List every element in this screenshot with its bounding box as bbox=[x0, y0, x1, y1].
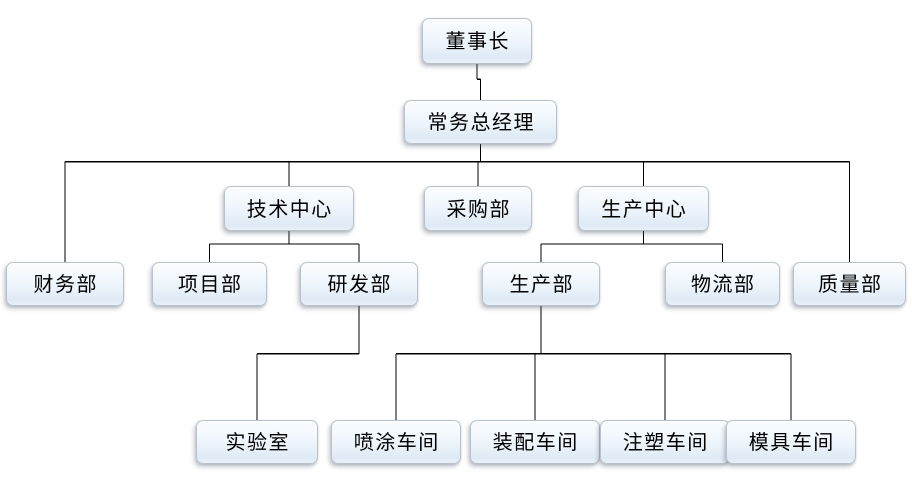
org-node-production[interactable]: 生产部 bbox=[482, 262, 600, 306]
org-node-painting[interactable]: 喷涂车间 bbox=[331, 420, 461, 464]
org-node-label: 研发部 bbox=[327, 272, 392, 296]
org-node-prod_center[interactable]: 生产中心 bbox=[578, 186, 709, 231]
org-node-chairman[interactable]: 董事长 bbox=[422, 18, 532, 64]
org-node-label: 装配车间 bbox=[492, 430, 579, 454]
org-node-injection[interactable]: 注塑车间 bbox=[600, 420, 730, 464]
org-node-rnd[interactable]: 研发部 bbox=[300, 262, 418, 306]
org-node-label: 喷涂车间 bbox=[353, 430, 440, 454]
org-node-gm[interactable]: 常务总经理 bbox=[404, 100, 557, 144]
org-node-logistics[interactable]: 物流部 bbox=[665, 262, 780, 306]
org-node-assembly[interactable]: 装配车间 bbox=[470, 420, 600, 464]
org-node-label: 质量部 bbox=[818, 272, 883, 296]
org-node-lab[interactable]: 实验室 bbox=[196, 420, 318, 464]
org-node-label: 实验室 bbox=[225, 430, 290, 454]
org-node-finance[interactable]: 财务部 bbox=[6, 262, 124, 306]
org-node-label: 生产部 bbox=[509, 272, 574, 296]
org-node-project[interactable]: 项目部 bbox=[152, 262, 267, 306]
org-node-label: 生产中心 bbox=[601, 196, 688, 221]
org-node-label: 董事长 bbox=[445, 29, 510, 53]
org-node-label: 项目部 bbox=[178, 272, 243, 296]
org-node-label: 物流部 bbox=[691, 272, 756, 296]
org-node-label: 常务总经理 bbox=[427, 110, 535, 134]
org-node-label: 采购部 bbox=[446, 196, 511, 221]
org-node-label: 注塑车间 bbox=[622, 430, 709, 454]
org-node-label: 技术中心 bbox=[246, 196, 333, 221]
org-node-quality[interactable]: 质量部 bbox=[793, 262, 906, 306]
org-node-label: 财务部 bbox=[33, 272, 98, 296]
org-node-mold[interactable]: 模具车间 bbox=[726, 420, 856, 464]
org-node-label: 模具车间 bbox=[748, 430, 835, 454]
org-node-purchasing[interactable]: 采购部 bbox=[424, 186, 532, 231]
org-node-tech_center[interactable]: 技术中心 bbox=[224, 186, 354, 231]
